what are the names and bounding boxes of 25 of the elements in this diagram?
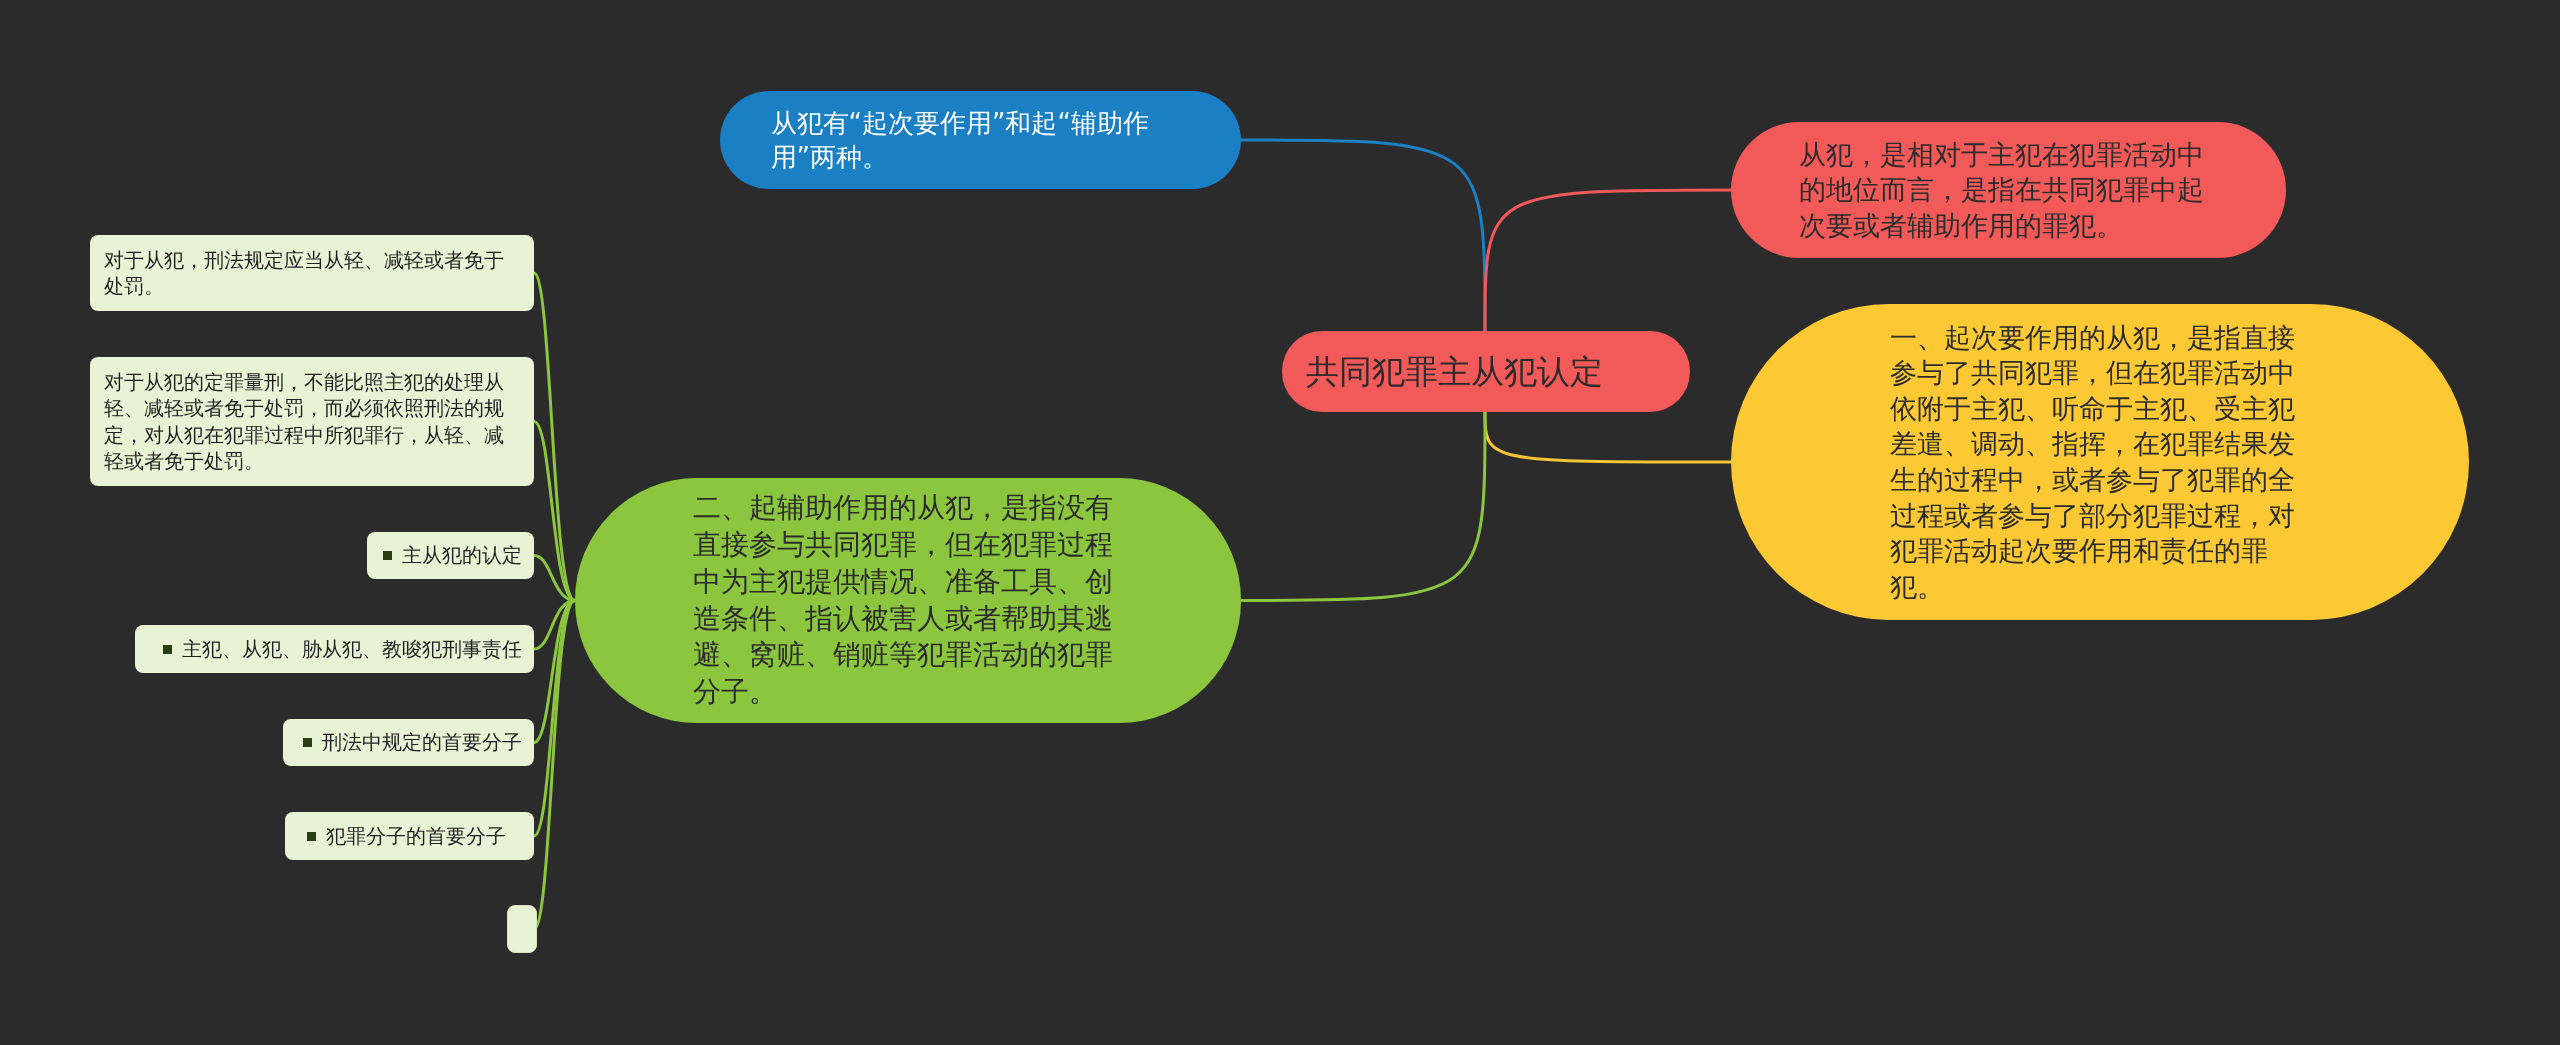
leaf-box [285, 812, 534, 860]
leaf-box [90, 357, 534, 486]
node-text: 对于从犯，刑法规定应当从轻、减轻或者免于处罚。 [104, 246, 505, 300]
connector [1241, 138, 1487, 331]
connector [532, 272, 577, 602]
node-text: 对于从犯的定罪量刑，不能比照主犯的处理从轻、减轻或者免于处罚，而必须依照刑法的规定，对从犯在犯罪过程中所犯罪行，从轻、减轻或者免于处罚。 [104, 368, 505, 475]
node-text: 从犯，是相对于主犯在犯罪活动中的地位而言，是指在共同犯罪中起次要或者辅助作用的罪犯。 [1798, 137, 2205, 243]
node-text: 二、起辅助作用的从犯，是指没有直接参与共同犯罪，但在犯罪过程中为主犯提供情况、准备工具、创造条件、指认被害人或者帮助其逃避、窝赃、销赃等犯罪活动的犯罪分子。 [693, 489, 1114, 711]
leaf-box [367, 532, 534, 579]
empty-box [507, 905, 537, 953]
leaf-box [283, 719, 534, 766]
connector [532, 599, 576, 837]
node-text: 一、起次要作用的从犯，是指直接参与了共同犯罪，但在犯罪活动中依附于主犯、听命于主犯、受主犯差遣、调动、指挥，在犯罪结果发生的过程中，或者参与了犯罪的全过程或者参与了部分犯罪过程，对犯罪活动起次要作用和责任的罪犯。 [1890, 320, 2296, 604]
connector [1241, 412, 1487, 602]
connector [1483, 188, 1731, 331]
connector [1483, 411, 1731, 464]
node-text: 主从犯的认定 [402, 542, 522, 569]
node-text: 主犯、从犯、胁从犯、教唆犯刑事责任 [182, 635, 522, 663]
node-text: 共同犯罪主从犯认定 [1306, 350, 1604, 393]
leaf-box [135, 625, 534, 673]
connector [533, 420, 576, 602]
node-text: 刑法中规定的首要分子 [322, 729, 522, 756]
leaf-box [90, 235, 534, 311]
node-text: 从犯有“起次要作用”和起“辅助作用”两种。 [770, 106, 1150, 174]
node-text: 犯罪分子的首要分子 [326, 822, 506, 850]
